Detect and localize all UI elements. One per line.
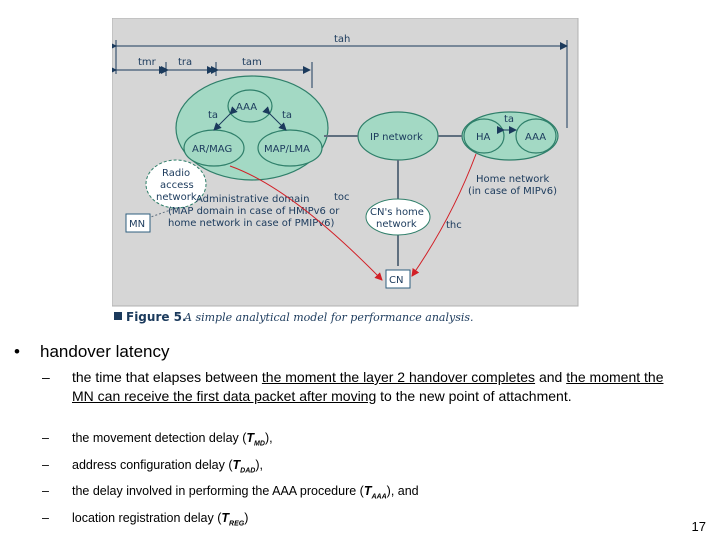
cn-node [385, 269, 411, 289]
figure-caption-label: Figure 5. [126, 310, 187, 324]
list-item: –the delay involved in performing the AA… [42, 484, 419, 501]
ta-left-arrow [213, 106, 238, 131]
thc-arrow [411, 153, 477, 277]
svg-text:network: network [156, 192, 197, 203]
thc-label: thc [446, 220, 462, 231]
ha-node [463, 118, 505, 154]
tam-label: tam [242, 57, 262, 68]
bullet-handover-latency: • handover latency [14, 342, 169, 362]
bullet-marker: • [14, 342, 20, 361]
tah-label: tah [334, 34, 350, 45]
svg-text:Radio: Radio [162, 168, 190, 179]
definition-item: – the time that elapses between the mome… [42, 368, 682, 406]
home-network-label: Home network [476, 174, 550, 185]
svg-text:network: network [376, 219, 417, 230]
svg-text:home network in case of PMIPv6: home network in case of PMIPv6) [168, 218, 335, 229]
page-number: 17 [691, 519, 706, 534]
figure-caption-text: A simple analytical model for performanc… [183, 311, 474, 324]
mn-node [125, 213, 151, 233]
analytical-model-figure: tah tmr tra tam AAA AR/MAG MAP/LMA ta ta… [112, 18, 579, 324]
svg-text:HA: HA [476, 132, 491, 143]
aaa-node [227, 89, 273, 123]
svg-text:access: access [160, 180, 194, 191]
ta-right-arrow [262, 106, 287, 131]
ta-home-label: ta [504, 114, 514, 125]
admin-domain-label: Administrative domain [196, 194, 309, 205]
svg-text:IP network: IP network [370, 132, 423, 143]
map-lma-node [257, 129, 323, 167]
svg-text:CN: CN [389, 275, 403, 286]
bullet-heading: handover latency [40, 342, 170, 361]
delay-components-list: –the movement detection delay (TMD), –ad… [42, 428, 419, 534]
svg-text:CN's home: CN's home [370, 207, 424, 218]
definition-text: the time that elapses between the moment… [72, 369, 664, 404]
tmr-label: tmr [138, 57, 157, 68]
svg-text:AAA: AAA [525, 132, 546, 143]
svg-text:(in case of MIPv6): (in case of MIPv6) [468, 186, 557, 197]
ta-right-label: ta [282, 110, 292, 121]
ta-left-label: ta [208, 110, 218, 121]
list-item: –address configuration delay (TDAD), [42, 457, 263, 475]
tra-label: tra [178, 57, 192, 68]
cn-home-network-node [365, 198, 431, 236]
aaa-home-node [515, 118, 557, 154]
svg-text:MN: MN [129, 219, 145, 230]
svg-text:MAP/LMA: MAP/LMA [264, 144, 310, 155]
svg-text:AR/MAG: AR/MAG [192, 144, 232, 155]
toc-arrow [229, 165, 383, 281]
toc-label: toc [334, 192, 350, 203]
svg-text:(MAP domain in case of HMIPv6: (MAP domain in case of HMIPv6 or [168, 206, 340, 217]
definition-dash: – [42, 369, 50, 385]
list-item: –the movement detection delay (TMD), [42, 431, 273, 448]
svg-text:AAA: AAA [236, 102, 257, 113]
list-item: –location registration delay (TREG) [42, 510, 249, 528]
